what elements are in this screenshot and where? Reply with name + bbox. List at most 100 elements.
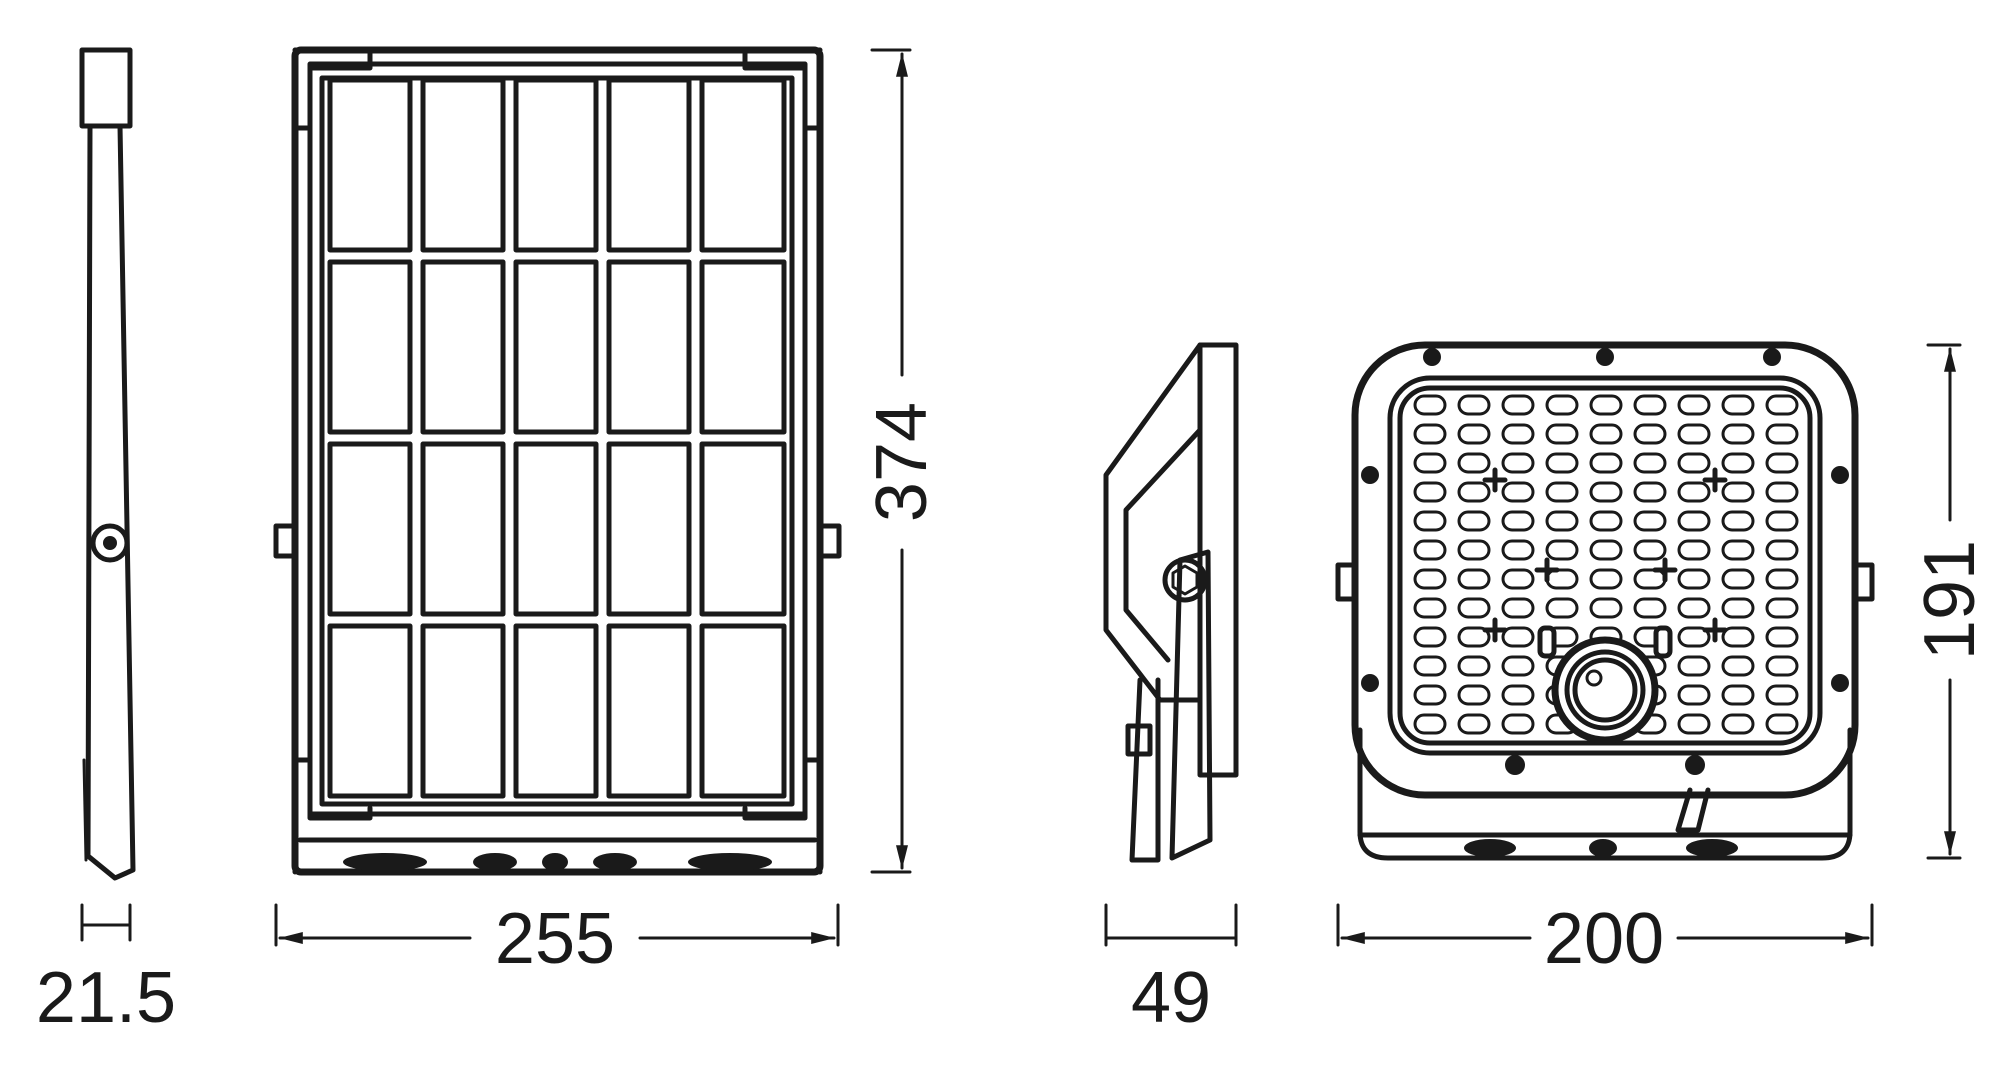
led-cell bbox=[1501, 423, 1535, 445]
led-cell bbox=[1589, 510, 1623, 532]
led-cell bbox=[1721, 713, 1755, 735]
led-cell bbox=[1501, 539, 1535, 561]
led-cell bbox=[1765, 452, 1799, 474]
led-cell bbox=[1721, 423, 1755, 445]
led-cell bbox=[1765, 423, 1799, 445]
led-cell bbox=[1633, 452, 1667, 474]
led-cell bbox=[1677, 713, 1711, 735]
solar-cell-grid bbox=[327, 77, 787, 799]
led-cell bbox=[1765, 655, 1799, 677]
led-cell bbox=[1457, 510, 1491, 532]
led-cell bbox=[1589, 597, 1623, 619]
led-cell bbox=[1457, 655, 1491, 677]
led-cell bbox=[1677, 539, 1711, 561]
led-cell bbox=[1721, 452, 1755, 474]
led-cell bbox=[1545, 423, 1579, 445]
led-cell bbox=[1633, 539, 1667, 561]
light-front-view bbox=[1335, 341, 1875, 861]
light-height-label: 191 bbox=[1910, 540, 1990, 660]
light-side-view bbox=[1103, 342, 1239, 863]
led-cell bbox=[1721, 597, 1755, 619]
panel-height-label: 374 bbox=[862, 402, 942, 522]
led-cell bbox=[1677, 597, 1711, 619]
led-cell bbox=[1457, 568, 1491, 590]
led-cell bbox=[1457, 423, 1491, 445]
light-depth-label: 49 bbox=[1131, 958, 1211, 1038]
led-cell bbox=[1545, 481, 1579, 503]
panel-width-label: 255 bbox=[495, 899, 615, 979]
led-cell bbox=[1545, 597, 1579, 619]
led-cell bbox=[1765, 539, 1799, 561]
led-cell bbox=[1413, 510, 1447, 532]
led-cell bbox=[1589, 539, 1623, 561]
led-cell bbox=[1501, 394, 1535, 416]
led-cell bbox=[1765, 684, 1799, 706]
led-cell bbox=[1633, 423, 1667, 445]
led-cell bbox=[1413, 394, 1447, 416]
led-cell bbox=[1413, 597, 1447, 619]
led-cell bbox=[1589, 481, 1623, 503]
led-cell bbox=[1765, 394, 1799, 416]
led-cell bbox=[1633, 510, 1667, 532]
led-cell bbox=[1677, 655, 1711, 677]
led-cell bbox=[1457, 481, 1491, 503]
led-cell bbox=[1545, 394, 1579, 416]
led-cell bbox=[1501, 481, 1535, 503]
led-cell bbox=[1501, 684, 1535, 706]
led-cell bbox=[1677, 452, 1711, 474]
led-cell bbox=[1633, 597, 1667, 619]
screw-mark bbox=[1652, 557, 1678, 583]
led-cell bbox=[1721, 539, 1755, 561]
light-width-label: 200 bbox=[1544, 899, 1664, 979]
led-cell bbox=[1413, 655, 1447, 677]
led-cell bbox=[1721, 510, 1755, 532]
panel-depth-label: 21.5 bbox=[36, 958, 176, 1038]
led-cell bbox=[1457, 597, 1491, 619]
panel-side-view bbox=[79, 47, 136, 881]
led-cell bbox=[1765, 568, 1799, 590]
led-cell bbox=[1501, 713, 1535, 735]
led-cell bbox=[1765, 597, 1799, 619]
led-cell bbox=[1501, 568, 1535, 590]
led-cell bbox=[1765, 626, 1799, 648]
led-cell bbox=[1677, 568, 1711, 590]
led-cell bbox=[1501, 510, 1535, 532]
led-cell bbox=[1589, 394, 1623, 416]
screw-mark bbox=[1702, 617, 1728, 643]
led-cell bbox=[1677, 626, 1711, 648]
led-cell bbox=[1765, 510, 1799, 532]
led-cell bbox=[1677, 510, 1711, 532]
screw-mark bbox=[1482, 617, 1508, 643]
led-cell bbox=[1545, 539, 1579, 561]
screw-mark bbox=[1702, 467, 1728, 493]
led-cell bbox=[1633, 481, 1667, 503]
led-cell bbox=[1501, 655, 1535, 677]
led-cell bbox=[1677, 423, 1711, 445]
dimension-lines bbox=[80, 48, 1962, 947]
led-cell bbox=[1413, 423, 1447, 445]
led-cell bbox=[1677, 684, 1711, 706]
led-cell bbox=[1457, 394, 1491, 416]
led-cell bbox=[1677, 481, 1711, 503]
led-cell bbox=[1721, 394, 1755, 416]
led-cell bbox=[1633, 394, 1667, 416]
screw-mark bbox=[1482, 467, 1508, 493]
led-cell bbox=[1677, 394, 1711, 416]
led-cell bbox=[1633, 568, 1667, 590]
led-cell bbox=[1545, 452, 1579, 474]
led-cell bbox=[1589, 423, 1623, 445]
led-cell bbox=[1721, 626, 1755, 648]
led-cell bbox=[1765, 713, 1799, 735]
led-cell bbox=[1765, 481, 1799, 503]
led-cell bbox=[1545, 510, 1579, 532]
led-cell bbox=[1721, 684, 1755, 706]
led-cell bbox=[1413, 568, 1447, 590]
screw-mark bbox=[1534, 557, 1560, 583]
led-cell bbox=[1501, 626, 1535, 648]
led-cell bbox=[1721, 481, 1755, 503]
led-cell bbox=[1589, 568, 1623, 590]
led-cell bbox=[1413, 713, 1447, 735]
led-cell bbox=[1589, 452, 1623, 474]
led-cell bbox=[1413, 684, 1447, 706]
